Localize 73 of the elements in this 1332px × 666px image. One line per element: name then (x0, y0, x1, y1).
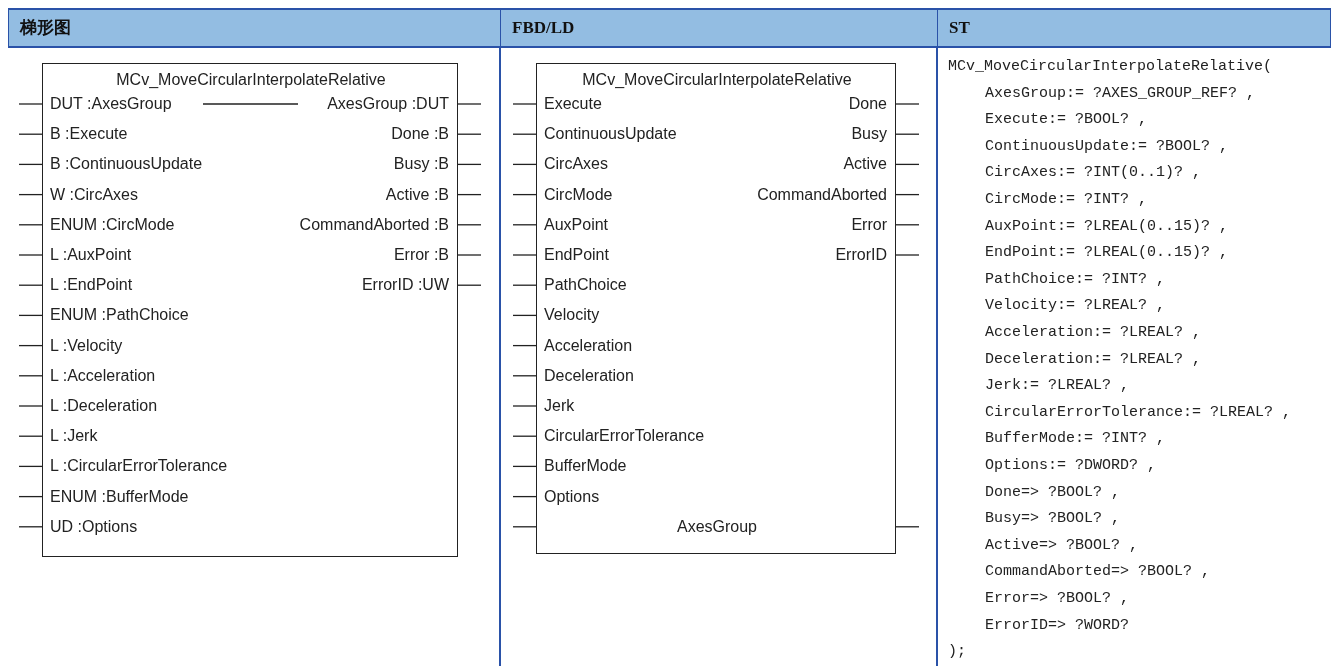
code-line: Error=> ?BOOL? , (985, 590, 1130, 608)
code-line: Done=> ?BOOL? , (985, 483, 1121, 502)
function-block (42, 63, 458, 557)
pin-label: Done :B (391, 125, 449, 144)
pin-label: CircMode (544, 185, 613, 204)
code-line: Velocity:= ?LREAL? , (985, 297, 1166, 316)
pin-label: Active :B (385, 185, 449, 204)
pin-label: Busy (851, 125, 887, 144)
pin-label: W :CircAxes (50, 185, 138, 204)
pin-label: PathChoice (544, 276, 627, 295)
pin-label: CommandAborted (757, 185, 887, 204)
block-title: MCv_MoveCircularInterpolateRelative (115, 71, 387, 89)
pin-label: L :CircularErrorTolerance (50, 457, 228, 476)
code-line: Deceleration:= ?LREAL? , (985, 350, 1202, 369)
pin-label: AxesGroup :DUT (327, 95, 449, 113)
column-header: 梯形图 (9, 8, 500, 48)
code-line: CircMode:= ?INT? , (985, 191, 1148, 209)
pin-label: B :Execute (50, 125, 128, 144)
pin-label: AuxPoint (544, 215, 609, 234)
code-line: ContinuousUpdate:= ?BOOL? , (985, 137, 1229, 156)
pin-label: Deceleration (544, 366, 634, 385)
pin-label: BufferMode (544, 457, 627, 476)
code-line: CircAxes:= ?INT(0..1)? , (985, 164, 1202, 183)
pin-label: CircularErrorTolerance (544, 427, 705, 446)
pin-label: UD :Options (50, 517, 138, 536)
pin-label: ENUM :CircMode (50, 215, 175, 234)
pin-label: Busy :B (393, 155, 449, 174)
pin-label: ErrorID :UW (361, 276, 449, 295)
code-line: Busy=> ?BOOL? , (985, 510, 1121, 529)
pin-label: CircAxes (544, 155, 608, 174)
code-line: BufferMode:= ?INT? , (985, 430, 1166, 449)
pin-label: Error (851, 215, 887, 234)
pin-label: L :Deceleration (50, 397, 158, 415)
code-line: CircularErrorTolerance:= ?LREAL? , (985, 403, 1292, 422)
pin-label: EndPoint (544, 246, 609, 264)
block-title: MCv_MoveCircularInterpolateRelative (581, 71, 853, 89)
code-line: MCv_MoveCircularInterpolateRelative( (948, 58, 1273, 76)
pin-label: L :EndPoint (50, 276, 133, 295)
pin-label: L :Velocity (50, 336, 123, 355)
code-line: Options:= ?DWORD? , (985, 457, 1157, 475)
code-line: Execute:= ?BOOL? , (985, 111, 1148, 130)
code-line: AxesGroup:= ?AXES_GROUP_REF? , (985, 84, 1256, 103)
code-line: PathChoice:= ?INT? , (985, 270, 1166, 289)
pin-label: Active (843, 155, 887, 174)
pin-label: ErrorID (835, 246, 887, 264)
code-line: ErrorID=> ?WORD? (985, 616, 1130, 635)
pin-label: Acceleration (544, 336, 633, 355)
pin-label: Velocity (544, 306, 600, 325)
pin-label: Done (848, 95, 887, 113)
pin-label: ContinuousUpdate (544, 125, 677, 144)
pin-label: L :Jerk (50, 427, 98, 446)
function-block (536, 63, 896, 554)
pin-label: Options (544, 487, 600, 506)
pin-label: L :AuxPoint (50, 246, 132, 264)
pin-label: L :Acceleration (50, 366, 156, 385)
pin-label: DUT :AxesGroup (50, 95, 172, 113)
pin-label: AxesGroup (675, 517, 758, 536)
code-line: Active=> ?BOOL? , (985, 536, 1139, 555)
code-line: CommandAborted=> ?BOOL? , (985, 563, 1211, 582)
pin-label: ENUM :PathChoice (50, 306, 189, 325)
code-line: Acceleration:= ?LREAL? , (985, 324, 1202, 342)
column-header: FBD/LD (501, 8, 937, 48)
code-line: AuxPoint:= ?LREAL(0..15)? , (985, 217, 1229, 236)
pin-label: ENUM :BufferMode (50, 487, 189, 506)
pin-label: Jerk (544, 397, 575, 415)
pin-label: Execute (544, 95, 602, 113)
pin-label: Error :B (393, 246, 449, 264)
pin-label: CommandAborted :B (299, 215, 449, 234)
code-line: ); (948, 643, 966, 662)
pin-label: B :ContinuousUpdate (50, 155, 203, 174)
column-header: ST (938, 8, 1330, 48)
code-line: Jerk:= ?LREAL? , (985, 377, 1130, 396)
code-line: EndPoint:= ?LREAL(0..15)? , (985, 244, 1229, 263)
